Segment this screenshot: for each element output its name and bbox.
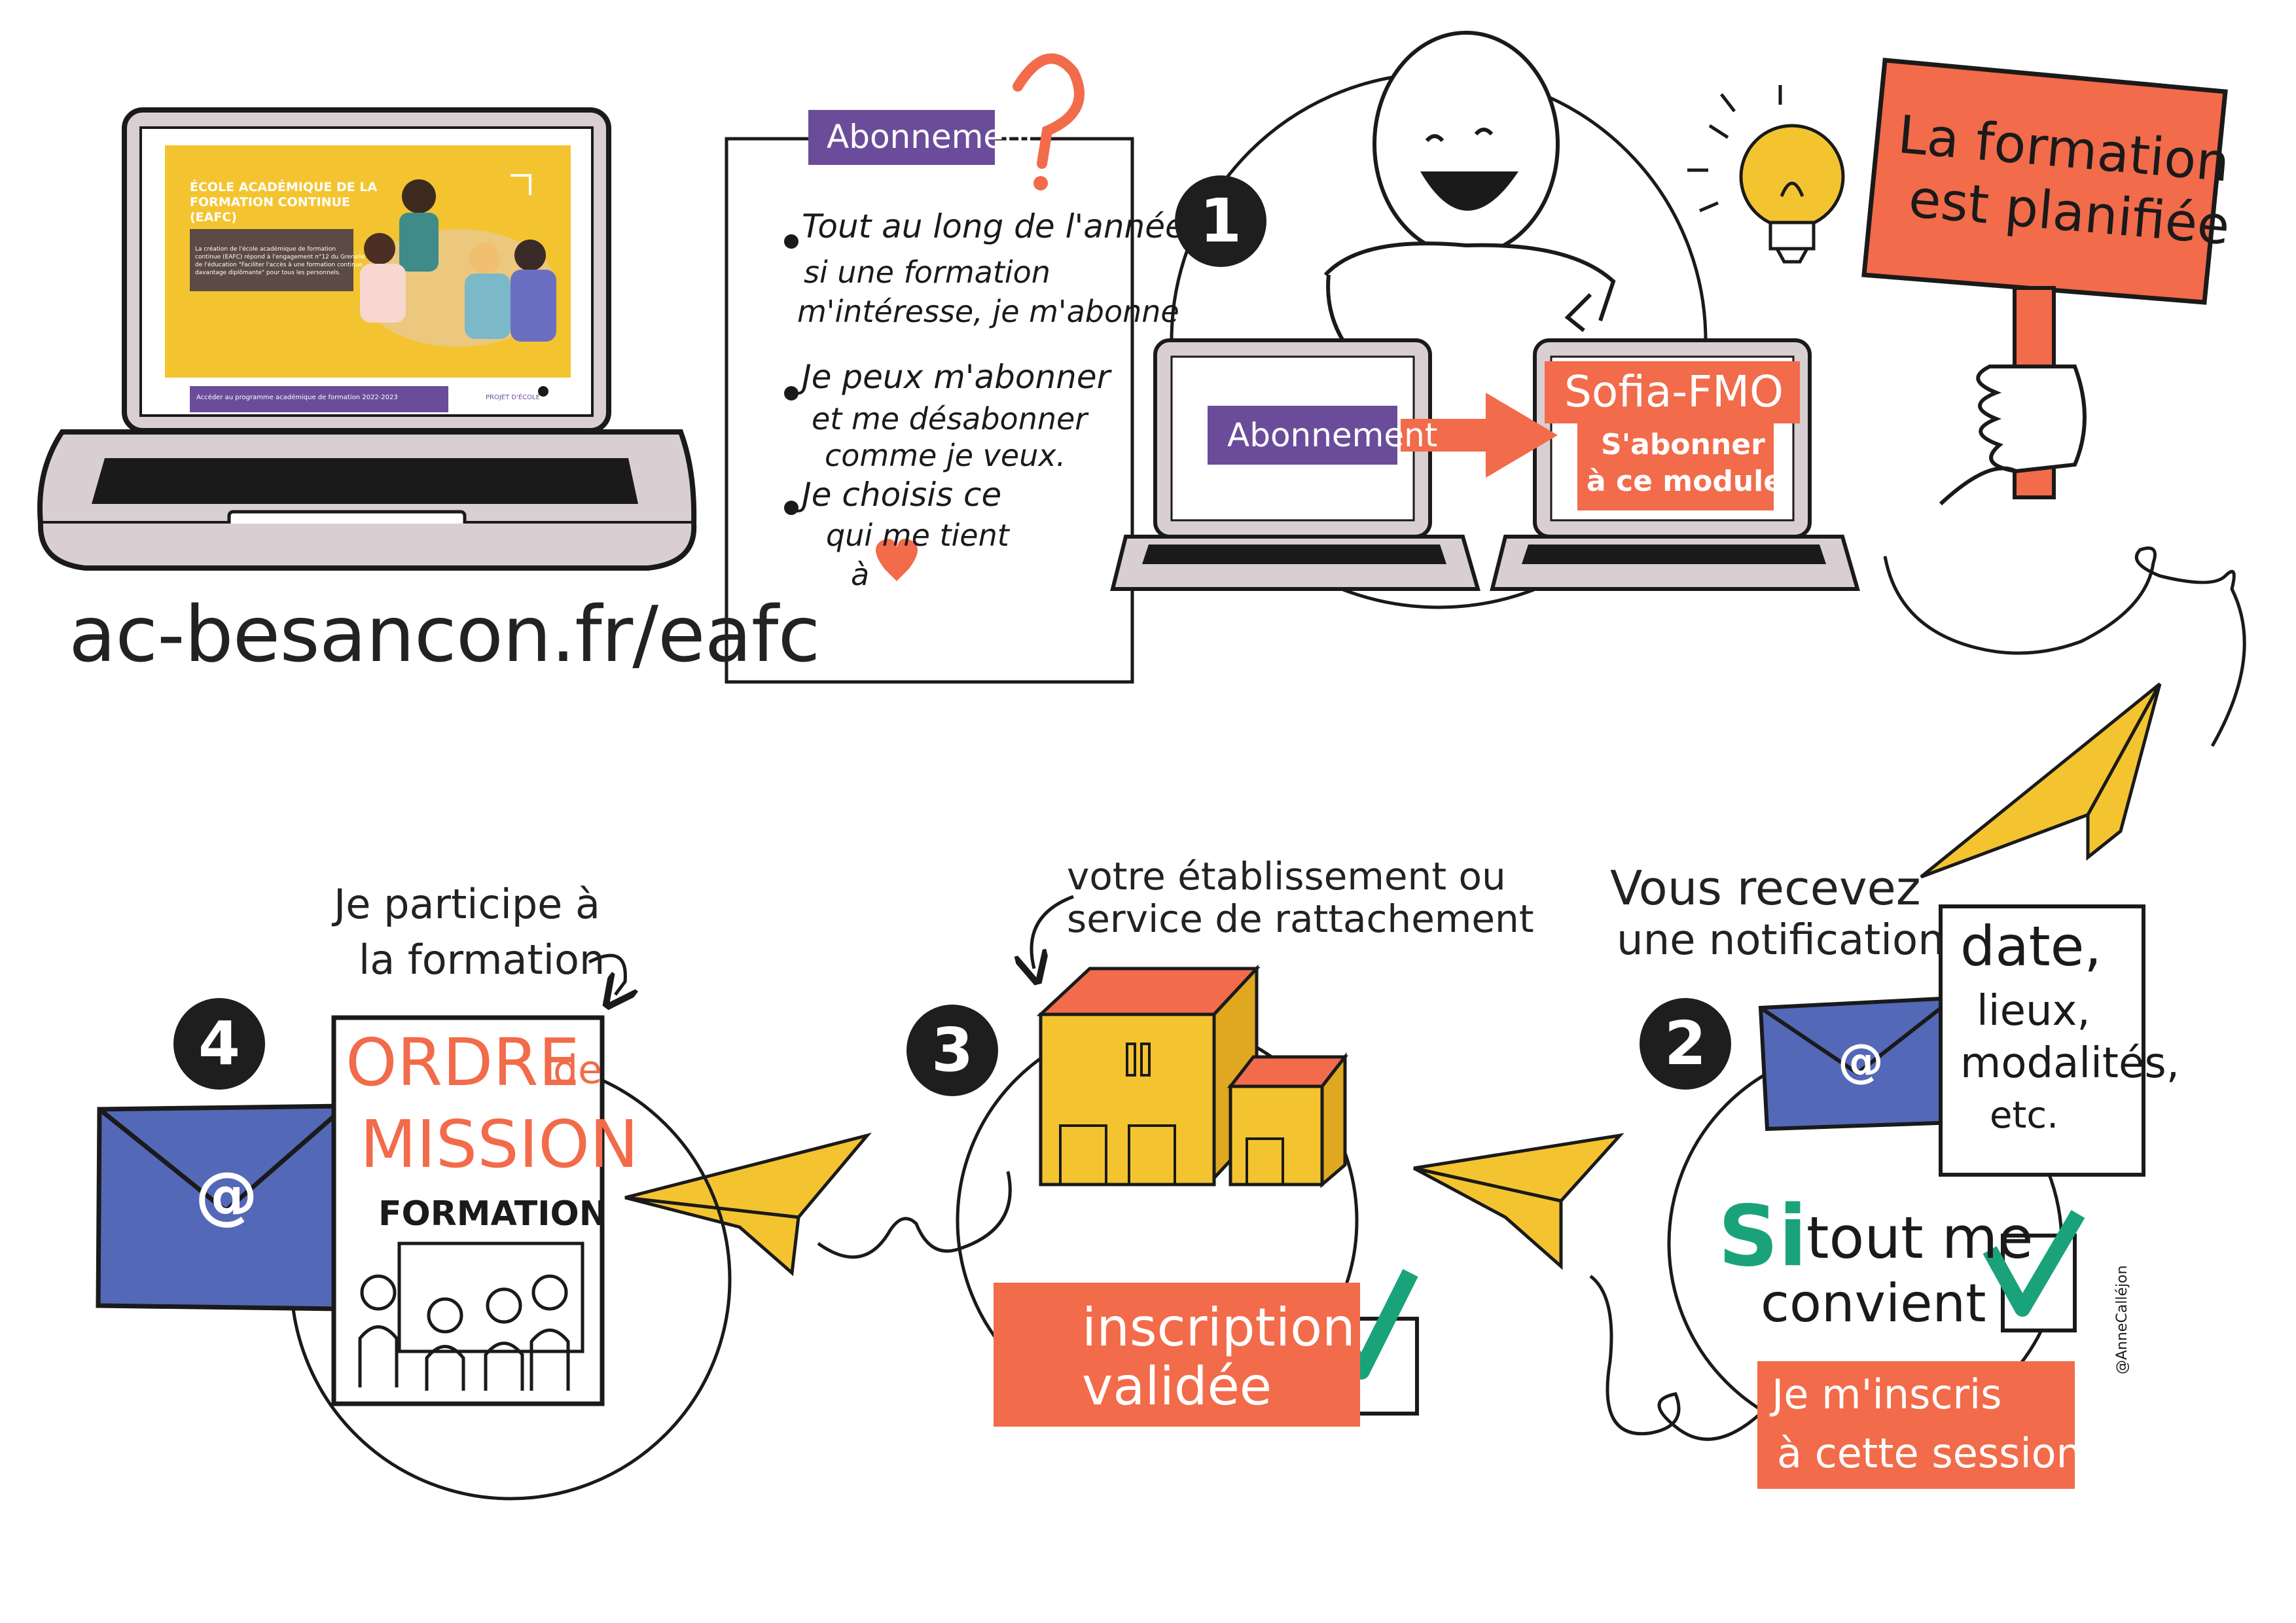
mission-title: MISSION [360, 1106, 639, 1183]
lightbulb-icon [1687, 85, 1845, 264]
artist-signature: @AnneCalléjon [2114, 1265, 2130, 1374]
step4-caption: la formation [359, 936, 605, 984]
step1-scene [1110, 31, 1860, 609]
ordre-title: ORDRE [346, 1024, 580, 1101]
paper-plane-icon [1412, 1133, 1624, 1270]
condition-text: convient [1761, 1273, 1986, 1334]
formation-label: FORMATION [378, 1194, 608, 1234]
screen-body: La création de l'école académique de for… [195, 246, 365, 276]
session-details: lieux, modalités, etc. [1960, 987, 2180, 1137]
step4-badge: 4 [173, 998, 265, 1090]
step2-badge: 2 [1640, 998, 1731, 1090]
hand-icon [1939, 365, 2087, 506]
abonnement-button[interactable]: Abonnement [1208, 406, 1437, 465]
note-text: Je peux m'abonner [802, 358, 1111, 396]
subscribe-module-button[interactable]: S'abonner à ce module [1577, 419, 1783, 510]
register-session-button[interactable]: Je m'inscris à cette session [1757, 1361, 2082, 1489]
people-icon [358, 1274, 570, 1391]
note-text: Je choisis ce [802, 476, 1002, 514]
note-text: m'intéresse, je m'abonne [797, 294, 1179, 329]
note-text: si une formation [804, 255, 1050, 290]
laptop-icon [37, 107, 697, 571]
screen-text-panel [190, 229, 353, 291]
note-text: qui me tient [826, 518, 1009, 553]
note-text: à [851, 557, 870, 592]
abonnement-tag: Abonnement [808, 110, 1037, 165]
bullet [784, 234, 798, 249]
session-details: date, [1960, 914, 2102, 978]
step3-caption: service de rattachement [1067, 897, 1534, 941]
note-text: et me désabonner [812, 401, 1088, 437]
screen-project-link[interactable]: PROJET D'ÉCOLE [486, 394, 540, 401]
step2-caption: Vous recevez [1610, 861, 1921, 916]
step3-badge: 3 [906, 1005, 998, 1096]
envelope-icon [1758, 995, 1960, 1132]
screen-title: ÉCOLE ACADÉMIQUE DE LA FORMATION CONTINU… [190, 180, 378, 224]
note-text: Tout au long de l'année [802, 207, 1185, 245]
step4-caption: Je participe à [334, 880, 601, 928]
question-mark-icon [1013, 53, 1085, 169]
condition-text: tout me [1806, 1204, 2034, 1272]
registration-validated-badge: inscription validée [994, 1283, 1360, 1427]
step3-caption: votre établissement ou [1067, 854, 1506, 899]
step3-scene [956, 895, 1419, 1422]
si-label: Si [1718, 1188, 1808, 1285]
bullet [784, 386, 798, 401]
step2-caption: une notification [1617, 916, 1945, 965]
paper-plane-icon [624, 1132, 872, 1277]
checkbox-icon [1982, 1209, 2085, 1332]
at-symbol: @ [1838, 1034, 1884, 1088]
screen-program-button[interactable]: Accéder au programme académique de forma… [196, 394, 398, 401]
step4-scene [96, 954, 732, 1501]
at-symbol: @ [195, 1158, 258, 1232]
sign-board [1861, 58, 2228, 506]
paper-plane-icon [1920, 683, 2162, 879]
note-text: comme je veux. [825, 438, 1066, 473]
building-icon [1036, 964, 1349, 1188]
step2-scene [1667, 904, 2145, 1442]
heart-icon [876, 539, 918, 581]
site-url[interactable]: ac-besancon.fr/eafc [69, 589, 820, 679]
de-title: de [553, 1047, 602, 1093]
step1-badge: 1 [1175, 175, 1266, 267]
bullet [784, 501, 798, 515]
sofia-title: Sofia-FMO [1545, 361, 1800, 423]
